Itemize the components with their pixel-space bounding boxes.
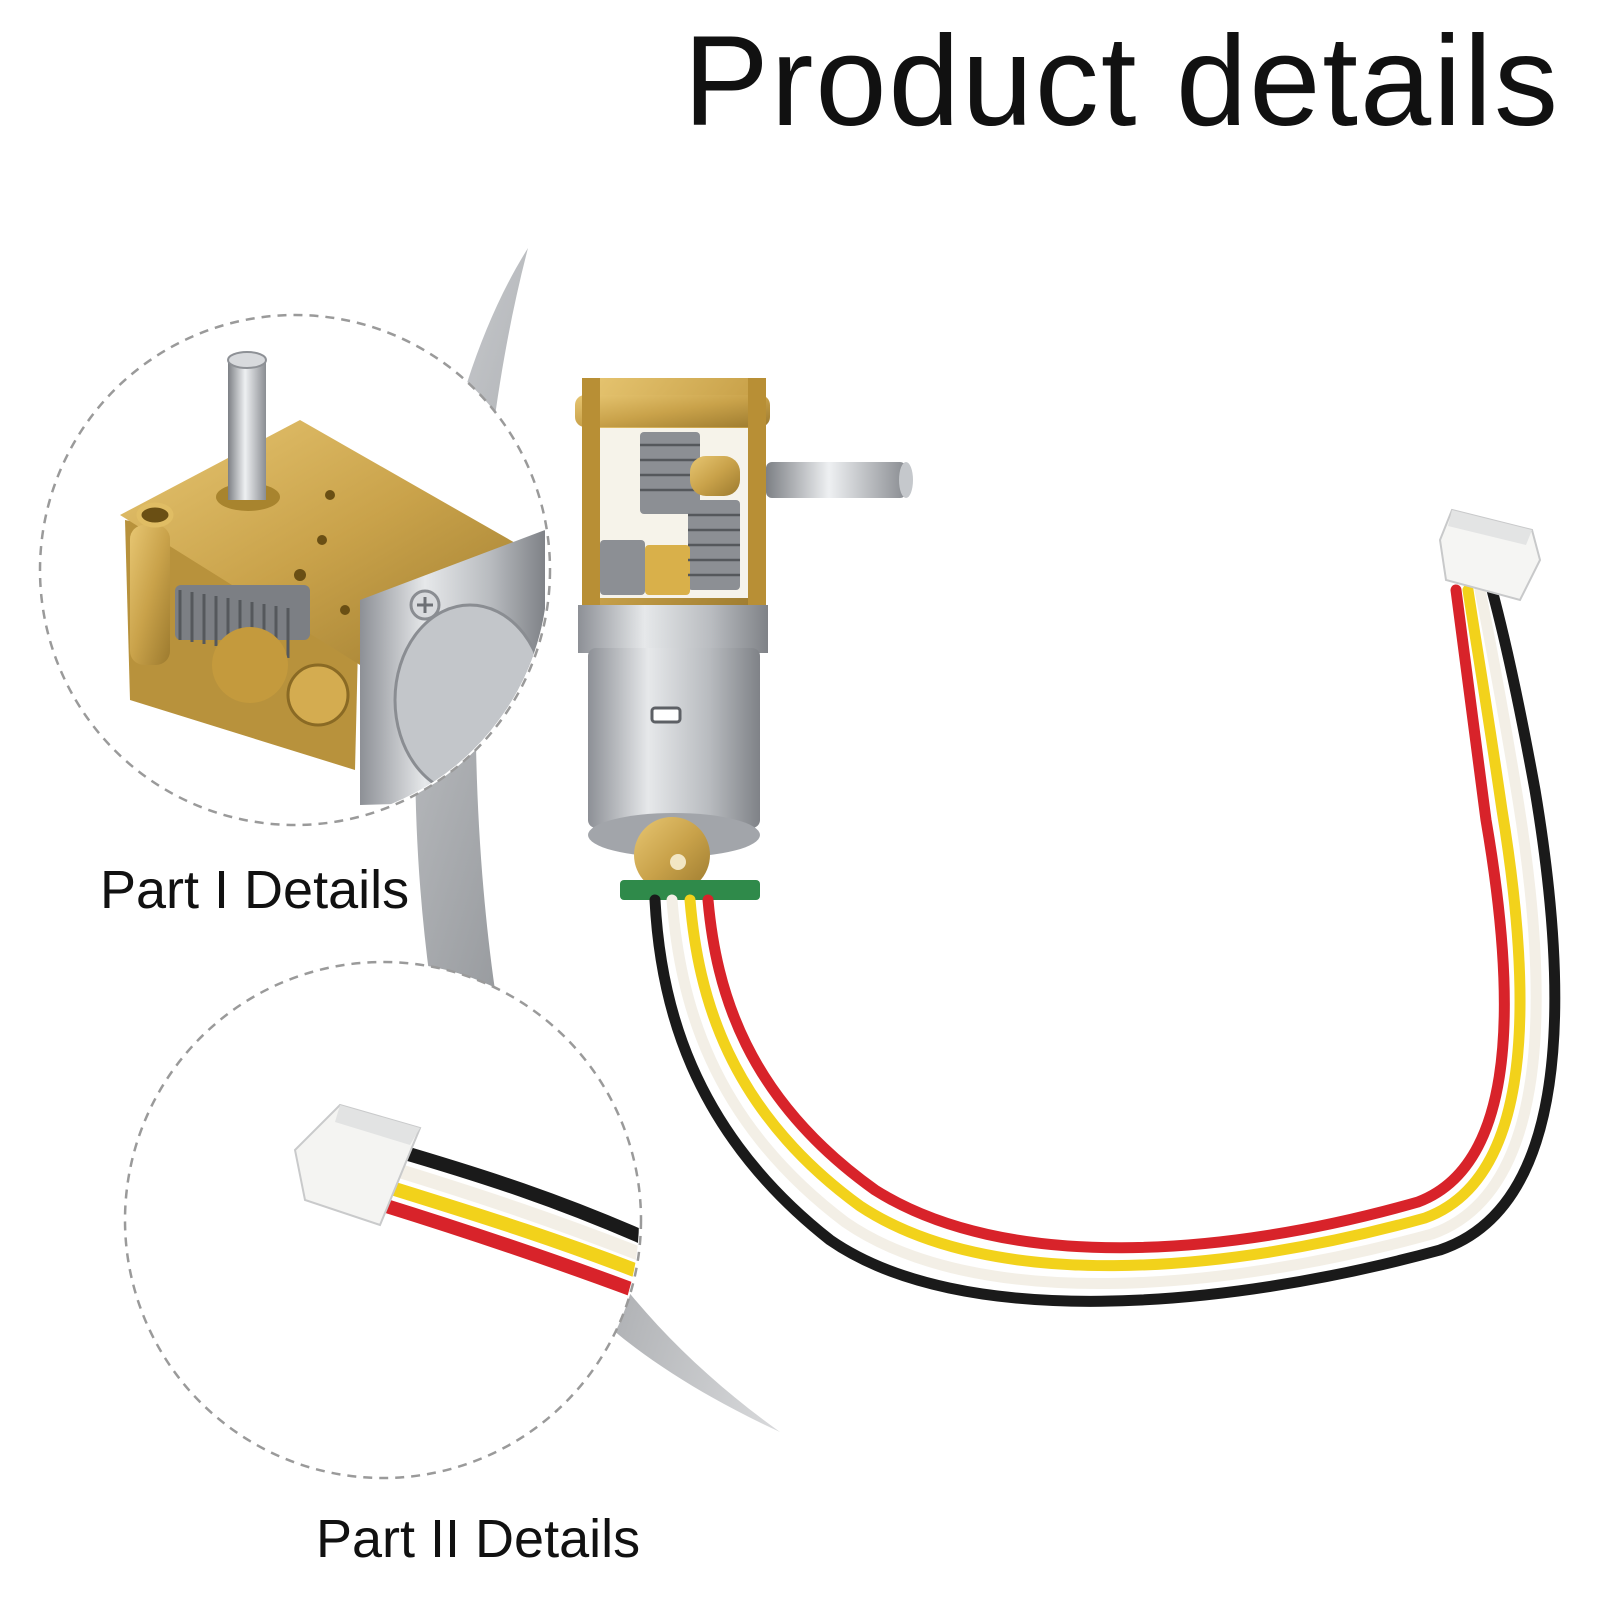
page-title: Product details [683, 10, 1560, 153]
wire-harness [649, 584, 1561, 1307]
wire-connector [1438, 508, 1542, 602]
part-one-label: Part I Details [100, 860, 410, 920]
part-two-label: Part II Details [316, 1509, 641, 1569]
main-motor [575, 378, 913, 900]
connector-closeup [293, 1103, 639, 1307]
